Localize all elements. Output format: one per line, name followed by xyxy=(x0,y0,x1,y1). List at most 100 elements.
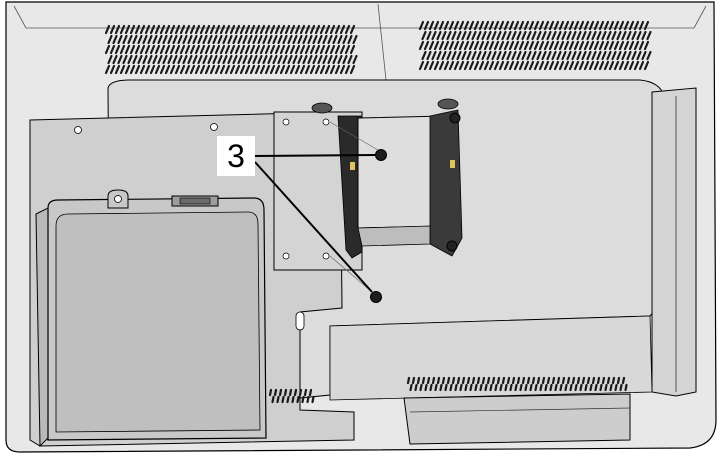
vent-slot xyxy=(204,24,211,35)
vent-slot xyxy=(242,54,248,65)
vent-slot xyxy=(556,376,561,385)
adapter-hole xyxy=(322,118,330,126)
vent-slot xyxy=(584,383,588,392)
vent-slot xyxy=(149,64,156,75)
vent-slot xyxy=(169,44,176,55)
vent-slot xyxy=(242,34,248,45)
vent-slot xyxy=(209,24,216,35)
vent-slot xyxy=(578,20,585,31)
vent-slot xyxy=(521,376,526,385)
vent-slot xyxy=(444,383,448,392)
vent-slot xyxy=(277,54,283,65)
vent-slot xyxy=(249,24,256,35)
vent-slot xyxy=(506,376,511,385)
vent-slot xyxy=(109,44,116,55)
vent-slot xyxy=(294,64,301,75)
vent-slot xyxy=(264,64,271,75)
vent-slot xyxy=(107,54,113,65)
vent-slot xyxy=(177,54,183,65)
vent-slot xyxy=(182,34,188,45)
vent-slot xyxy=(533,20,540,31)
vent-slot xyxy=(443,40,450,51)
vent-slot xyxy=(463,40,470,51)
vent-slot xyxy=(234,44,241,55)
vent-slot xyxy=(299,24,306,35)
vent-slot xyxy=(441,50,447,61)
vent-slot xyxy=(624,383,628,392)
vent-slot xyxy=(503,60,510,71)
vent-slot xyxy=(239,24,246,35)
vent-slot xyxy=(601,30,607,41)
vent-slot xyxy=(287,54,293,65)
vent-slot xyxy=(187,54,193,65)
vent-slot xyxy=(448,60,455,71)
vent-slot xyxy=(588,60,595,71)
vent-slot xyxy=(139,24,146,35)
vent-slot xyxy=(144,64,151,75)
vent-slot xyxy=(536,50,542,61)
vent-slot xyxy=(124,64,131,75)
vent-slot xyxy=(481,376,486,385)
vent-slot xyxy=(322,34,328,45)
vent-slot xyxy=(603,20,610,31)
vent-slot xyxy=(611,376,616,385)
vent-slot xyxy=(284,44,291,55)
vent-slot xyxy=(543,60,550,71)
vent-slot xyxy=(406,376,411,385)
vent-slot xyxy=(352,54,358,65)
vent-slot xyxy=(294,44,301,55)
vent-slot xyxy=(159,44,166,55)
vent-slot xyxy=(244,44,251,55)
vent-slot xyxy=(433,40,440,51)
bottom-left-vent xyxy=(268,388,315,404)
vent-slot xyxy=(439,383,443,392)
vent-slot xyxy=(638,40,645,51)
vent-slot xyxy=(174,64,181,75)
vent-slot xyxy=(292,34,298,45)
vent-slot xyxy=(578,60,585,71)
vent-slot xyxy=(314,44,321,55)
vent-slot xyxy=(513,20,520,31)
vent-slot xyxy=(172,54,178,65)
vent-slot xyxy=(214,64,221,75)
vent-slot xyxy=(149,44,156,55)
vent-slot xyxy=(578,40,585,51)
vent-slot xyxy=(268,388,273,397)
vent-slot xyxy=(508,60,515,71)
vent-slot xyxy=(453,60,460,71)
vent-slot xyxy=(563,40,570,51)
vent-slot xyxy=(471,30,477,41)
vent-slot xyxy=(214,24,221,35)
vent-slot xyxy=(531,376,536,385)
top-knob xyxy=(437,98,459,110)
vent-slot xyxy=(596,50,602,61)
vent-slot xyxy=(486,376,491,385)
vent-slot xyxy=(486,50,492,61)
vent-slot xyxy=(119,24,126,35)
vent-slot xyxy=(476,30,482,41)
vent-slot xyxy=(104,44,111,55)
vent-slot xyxy=(184,24,191,35)
vent-slot xyxy=(563,60,570,71)
vent-slot xyxy=(434,383,438,392)
vent-slot xyxy=(122,34,128,45)
vent-slot xyxy=(112,54,118,65)
vent-slot xyxy=(538,60,545,71)
vent-slot xyxy=(142,34,148,45)
vent-slot xyxy=(636,30,642,41)
vent-slot xyxy=(209,64,216,75)
vent-slot xyxy=(234,64,241,75)
vent-slot xyxy=(421,376,426,385)
vent-slot xyxy=(436,50,442,61)
vent-slot xyxy=(154,24,161,35)
vent-slot xyxy=(124,44,131,55)
vent-slot xyxy=(611,50,617,61)
vent-slot xyxy=(428,60,435,71)
vent-slot xyxy=(498,40,505,51)
vent-slot xyxy=(521,30,527,41)
vent-slot xyxy=(298,388,303,397)
vent-slot xyxy=(104,24,111,35)
vent-slot xyxy=(633,40,640,51)
vent-slot xyxy=(249,64,256,75)
vent-slot xyxy=(526,30,532,41)
